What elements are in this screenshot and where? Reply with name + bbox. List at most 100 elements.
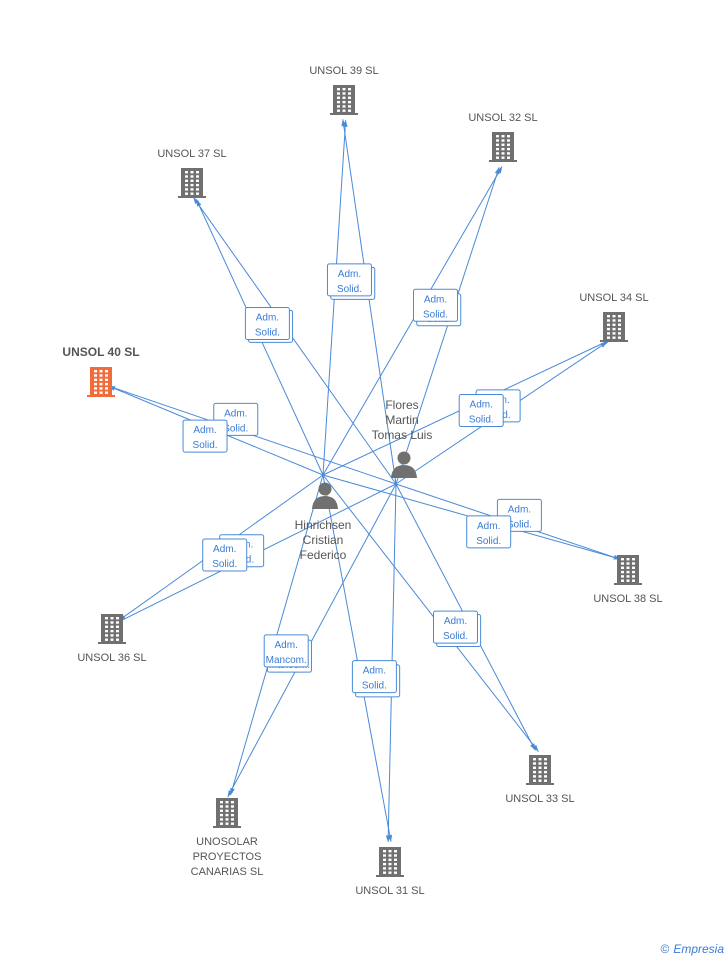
role-badge[interactable]: Adm. Solid. <box>458 394 504 428</box>
brand-watermark[interactable]: ©Empresia <box>660 942 724 956</box>
building-window <box>612 327 616 331</box>
company-name: PROYECTOS <box>193 851 262 863</box>
building-window <box>388 858 392 861</box>
role-text: Adm. <box>470 400 493 411</box>
company-node-c37[interactable]: UNSOL 37 SL <box>157 148 227 198</box>
building-window <box>110 617 114 620</box>
role-badge[interactable]: Adm.Solid. <box>326 263 372 297</box>
role-text: Solid. <box>423 309 448 320</box>
building-window <box>342 105 346 108</box>
building-base <box>87 395 115 397</box>
building-window <box>225 809 229 812</box>
building-base <box>330 113 358 115</box>
building-icon <box>213 798 241 828</box>
building-window <box>94 387 97 390</box>
role-text: Solid. <box>507 519 532 530</box>
building-window <box>342 92 346 95</box>
building-window <box>612 336 616 339</box>
company-node-c31[interactable]: UNSOL 31 SL <box>355 847 425 897</box>
building-window <box>394 854 397 857</box>
role-badge-box <box>351 660 397 694</box>
building-window <box>626 562 630 565</box>
role-badge-box <box>244 307 290 341</box>
company-node-c33[interactable]: UNSOL 33 SL <box>505 755 575 805</box>
role-badge[interactable]: Adm.Solid. <box>202 538 248 572</box>
company-node-c39[interactable]: UNSOL 39 SL <box>309 65 379 115</box>
person-name: Federico <box>300 548 347 562</box>
building-window <box>220 801 223 804</box>
role-badge[interactable]: Adm.Mancom. <box>263 634 309 668</box>
role-badge-box <box>326 263 372 297</box>
building-window <box>612 315 616 318</box>
edges-layer <box>104 119 625 843</box>
person-head <box>397 451 411 465</box>
company-name: UNSOL 31 SL <box>355 885 424 897</box>
building-window <box>342 100 346 104</box>
building-window <box>94 378 97 381</box>
building-window <box>632 570 635 574</box>
building-window <box>612 319 616 322</box>
role-badge[interactable]: Adm.Solid. <box>432 610 478 644</box>
building-window <box>99 374 103 377</box>
building-window <box>190 175 194 178</box>
person-name: Cristian <box>303 533 344 547</box>
role-badge[interactable]: Adm.Solid. <box>351 660 397 694</box>
role-text: Adm. <box>477 521 500 532</box>
building-window <box>342 96 346 99</box>
building-window <box>626 566 630 569</box>
building-window <box>544 779 547 782</box>
building-window <box>196 183 199 187</box>
company-name: UNSOL 37 SL <box>157 148 226 160</box>
building-window <box>94 374 97 377</box>
person-body <box>312 496 338 509</box>
building-window <box>626 558 630 561</box>
building-window <box>496 139 499 142</box>
building-window <box>105 387 108 390</box>
building-window <box>538 766 542 769</box>
company-node-c34[interactable]: UNSOL 34 SL <box>579 292 649 342</box>
building-window <box>538 758 542 761</box>
building-window <box>225 801 229 804</box>
building-window <box>507 139 510 142</box>
building-window <box>383 862 386 866</box>
building-window <box>225 822 229 825</box>
building-window <box>533 762 536 765</box>
building-window <box>105 629 108 633</box>
building-icon <box>526 755 554 785</box>
role-badge[interactable]: Adm.Solid. <box>413 288 459 322</box>
role-badge[interactable]: Adm.Solid. <box>466 515 512 549</box>
building-window <box>632 579 635 582</box>
building-window <box>225 805 229 808</box>
role-badge-box <box>202 538 248 572</box>
role-badge[interactable]: Adm.Solid. <box>244 307 290 341</box>
role-text: Mancom. <box>266 655 307 666</box>
company-node-c36[interactable]: UNSOL 36 SL <box>77 614 147 664</box>
person-body <box>391 465 417 478</box>
company-node-c32[interactable]: UNSOL 32 SL <box>468 112 538 162</box>
building-window <box>116 638 119 641</box>
company-node-c38[interactable]: UNSOL 38 SL <box>593 555 663 605</box>
building-window <box>632 575 635 578</box>
building-base <box>526 783 554 785</box>
company-node-c40[interactable]: UNSOL 40 SL <box>62 345 140 397</box>
building-window <box>383 867 386 870</box>
building-window <box>99 387 103 390</box>
building-window <box>626 575 630 578</box>
building-window <box>99 382 103 386</box>
arrowhead <box>532 744 539 752</box>
role-text: Solid. <box>469 415 494 426</box>
building-icon <box>600 312 628 342</box>
building-window <box>538 770 542 774</box>
building-window <box>621 558 624 561</box>
building-window <box>394 871 397 874</box>
building-window <box>607 327 610 331</box>
building-base <box>614 583 642 585</box>
building-window <box>394 862 397 866</box>
brand-name: Empresia <box>673 942 724 956</box>
role-badge[interactable]: Adm.Solid. <box>182 419 228 453</box>
building-window <box>190 171 194 174</box>
